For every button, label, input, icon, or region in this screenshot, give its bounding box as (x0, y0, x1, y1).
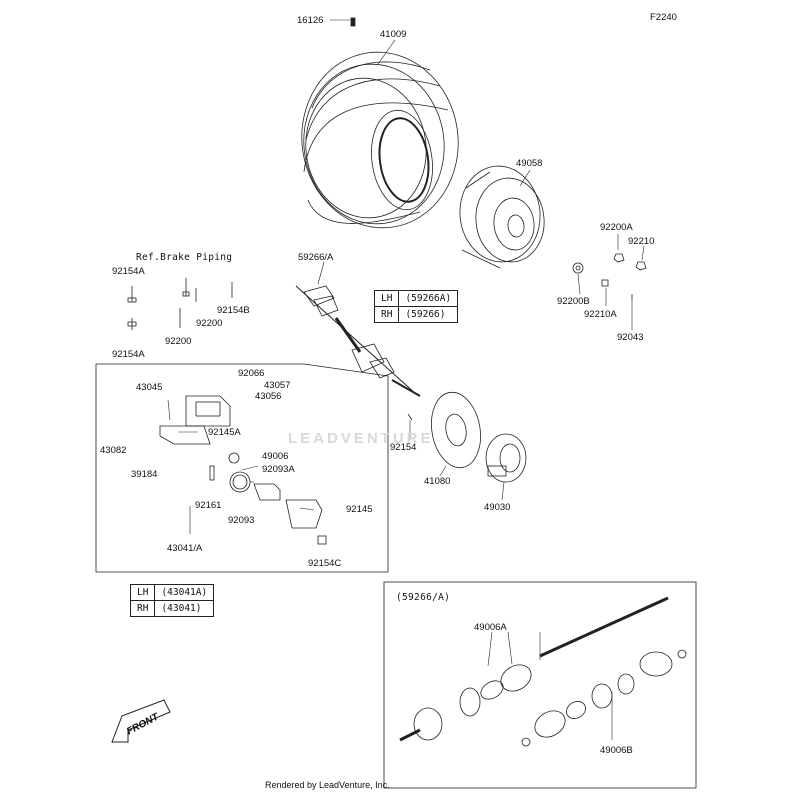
front-arrow-shape (111, 699, 171, 743)
table-row: LH (43041A) (129, 584, 215, 601)
leader-lines (167, 39, 645, 740)
label-92200B: 92200B (557, 296, 590, 307)
valve-16126 (350, 17, 356, 27)
table-cell-side: RH (373, 306, 400, 323)
caliper-assembly (159, 395, 327, 545)
table-cell-part: (59266A) (398, 290, 459, 307)
label-92210: 92210 (628, 236, 655, 247)
label-92093: 92093 (228, 515, 255, 526)
table-cell-part: (59266) (398, 306, 459, 323)
brake-piping-hardware (127, 278, 233, 330)
figure-id: F2240 (650, 12, 677, 23)
label-92210A: 92210A (584, 309, 617, 320)
label-39184: 39184 (131, 469, 158, 480)
label-92200A: 92200A (600, 222, 633, 233)
inset-title: (59266/A) (396, 592, 451, 603)
wheel-49058 (459, 165, 545, 269)
label-59266A: 59266/A (298, 252, 334, 263)
label-92154A-top: 92154A (112, 266, 145, 277)
table-cell-side: LH (129, 584, 156, 601)
brake-disc-41080 (431, 391, 481, 469)
label-49006A: 49006A (474, 622, 507, 633)
caliper-side-table: LH (43041A) RH (43041) (129, 584, 215, 617)
label-49006: 49006 (262, 451, 289, 462)
label-92161: 92161 (195, 500, 222, 511)
label-49030: 49030 (484, 502, 511, 513)
label-92093A: 92093A (262, 464, 295, 475)
label-92154B: 92154B (217, 305, 250, 316)
label-ref-brake-piping: Ref.Brake Piping (136, 252, 233, 263)
table-cell-part: (43041) (154, 600, 215, 617)
drive-shaft-59266 (295, 285, 421, 397)
label-49006B: 49006B (600, 745, 633, 756)
table-cell-side: LH (373, 290, 400, 307)
label-41009: 41009 (380, 29, 407, 40)
label-16126: 16126 (297, 15, 324, 26)
table-cell-side: RH (129, 600, 156, 617)
label-43041A: 43041/A (167, 543, 203, 554)
label-92154: 92154 (390, 442, 417, 453)
hub-49030 (485, 433, 527, 483)
tire-41009 (301, 51, 459, 229)
table-row: RH (59266) (373, 306, 459, 323)
table-row: RH (43041) (129, 600, 215, 617)
label-92043: 92043 (617, 332, 644, 343)
watermark: LEADVENTURE (288, 430, 434, 447)
label-92145: 92145 (346, 504, 373, 515)
inset-shaft-exploded (399, 596, 687, 747)
label-92200-b: 92200 (165, 336, 192, 347)
inset-box (383, 581, 697, 789)
label-49058: 49058 (516, 158, 543, 169)
label-92200-a: 92200 (196, 318, 223, 329)
label-92154C: 92154C (308, 558, 342, 569)
table-row: LH (59266A) (373, 290, 459, 307)
label-92154A-bottom: 92154A (112, 349, 145, 360)
shaft-side-table: LH (59266A) RH (59266) (373, 290, 459, 323)
label-92145A: 92145A (208, 427, 241, 438)
footer-credit: Rendered by LeadVenture, Inc. (265, 780, 390, 790)
label-43057: 43057 (264, 380, 291, 391)
table-cell-part: (43041A) (154, 584, 215, 601)
caliper-group-outline (95, 363, 389, 573)
label-43082: 43082 (100, 445, 127, 456)
label-92066: 92066 (238, 368, 265, 379)
label-43056: 43056 (255, 391, 282, 402)
label-41080: 41080 (424, 476, 451, 487)
label-43045: 43045 (136, 382, 163, 393)
